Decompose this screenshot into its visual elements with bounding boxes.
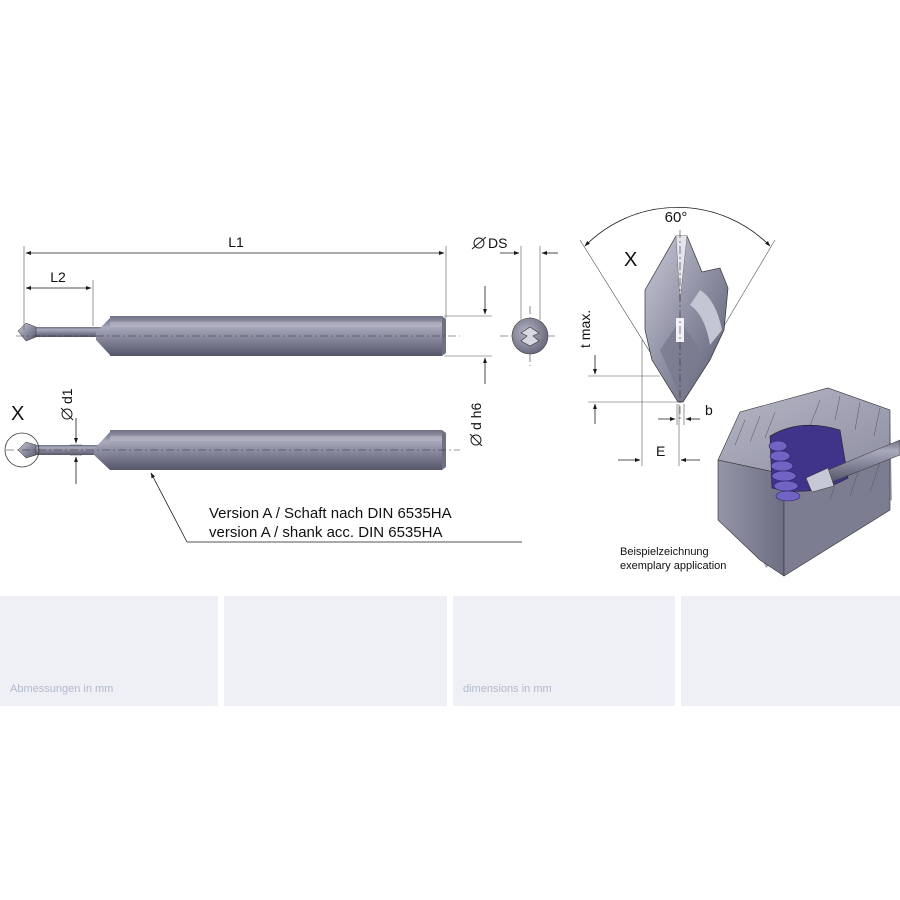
panel-1: Abmessungen in mm [0, 596, 218, 706]
version-note-line2: version A / shank acc. DIN 6535HA [209, 524, 442, 541]
label-angle: 60° [665, 209, 688, 226]
tool-side-view-bottom: X [4, 403, 460, 470]
dimension-d1: d1 [59, 388, 82, 484]
tool-side-view-top [16, 316, 460, 356]
tool-technical-drawing: L1 L2 d h6 DS [4, 206, 900, 577]
example-application-illustration [717, 387, 900, 577]
label-L2: L2 [50, 269, 66, 285]
dimension-panels: Abmessungen in mm dimensions in mm [0, 596, 900, 706]
panel-3: dimensions in mm [453, 596, 675, 706]
dimension-d-h6: d h6 [444, 286, 492, 447]
panel-label-de: Abmessungen in mm [10, 683, 114, 695]
diameter-symbol-icon [473, 237, 485, 249]
dimension-DS: DS [471, 235, 558, 320]
detail-X-tip-profile: X 60° t max. b E [577, 206, 776, 466]
example-caption-line2: exemplary application [620, 560, 726, 572]
label-tmax: t max. [577, 310, 593, 348]
example-caption-line1: Beispielzeichnung [620, 546, 709, 558]
panel-2 [224, 596, 447, 706]
label-d1: d1 [59, 388, 75, 404]
tool-end-view [500, 306, 555, 366]
label-L1: L1 [228, 234, 244, 250]
diameter-symbol-icon [470, 434, 482, 446]
dimension-L1: L1 [23, 234, 447, 330]
panel-4 [681, 596, 900, 706]
version-note-line1: Version A / Schaft nach DIN 6535HA [209, 505, 452, 522]
dimension-L2: L2 [25, 269, 94, 326]
label-X-detail: X [11, 403, 24, 425]
label-b: b [705, 402, 713, 418]
version-note: Version A / Schaft nach DIN 6535HA versi… [150, 472, 522, 543]
label-X-view: X [624, 249, 637, 271]
label-DS: DS [488, 235, 507, 251]
label-E: E [656, 443, 665, 459]
panel-label-en: dimensions in mm [463, 683, 552, 695]
label-d-h6: d h6 [468, 403, 484, 430]
